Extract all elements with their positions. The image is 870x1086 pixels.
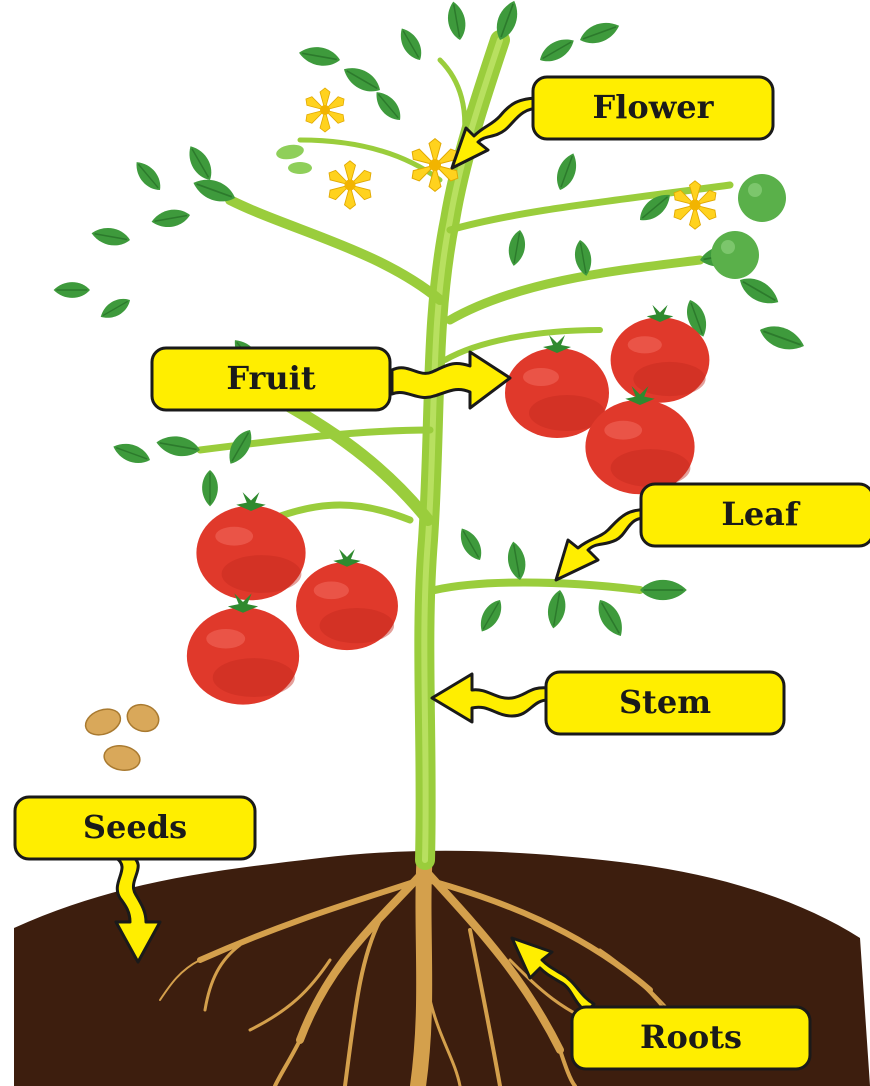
- label-roots: Roots: [572, 1007, 810, 1069]
- seeds: [82, 700, 163, 773]
- label-leaf-text: Leaf: [721, 495, 801, 533]
- label-flower-text: Flower: [593, 88, 715, 126]
- arrow-leaf: [556, 510, 648, 580]
- label-roots-text: Roots: [640, 1018, 742, 1056]
- label-fruit-text: Fruit: [226, 359, 315, 397]
- label-stem: Stem: [546, 672, 784, 734]
- label-stem-text: Stem: [619, 683, 711, 721]
- label-seeds: Seeds: [15, 797, 255, 859]
- label-leaf: Leaf: [641, 484, 870, 546]
- arrow-fruit: [392, 352, 510, 408]
- green-tomato: [711, 231, 759, 279]
- label-flower: Flower: [533, 77, 773, 139]
- label-seeds-text: Seeds: [83, 808, 187, 846]
- green-tomato: [738, 174, 786, 222]
- arrow-stem: [432, 674, 548, 722]
- label-fruit: Fruit: [152, 348, 390, 410]
